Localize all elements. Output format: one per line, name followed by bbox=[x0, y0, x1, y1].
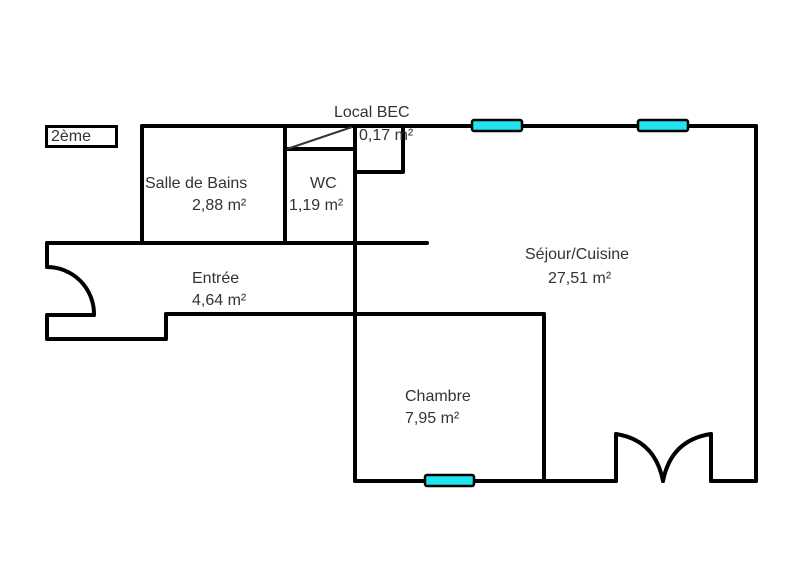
room-name-wc: WC bbox=[310, 175, 337, 192]
window-icon bbox=[636, 118, 690, 133]
entree-lower-wall bbox=[45, 312, 168, 341]
wc-diagonal-line bbox=[286, 126, 353, 150]
room-area-chambre: 7,95 m² bbox=[405, 410, 460, 427]
windows bbox=[423, 118, 690, 488]
room-name-local-bec: Local BEC bbox=[334, 104, 410, 121]
room-name-sejour-cuisine: Séjour/Cuisine bbox=[525, 246, 630, 263]
window-icon bbox=[470, 118, 524, 133]
room-area-salle-de-bains: 2,88 m² bbox=[192, 197, 247, 214]
room-area-local-bec: 0,17 m² bbox=[359, 127, 414, 144]
room-area-sejour-cuisine: 27,51 m² bbox=[548, 270, 612, 287]
floor-level-tag: 2ème bbox=[45, 125, 118, 148]
room-name-salle-de-bains: Salle de Bains bbox=[145, 175, 248, 192]
sejour-double-door-icon bbox=[614, 432, 713, 483]
local-bec-wall bbox=[353, 124, 405, 174]
room-name-chambre: Chambre bbox=[405, 388, 471, 405]
window-icon bbox=[423, 473, 476, 488]
room-area-entree: 4,64 m² bbox=[192, 292, 247, 309]
room-name-entree: Entrée bbox=[192, 270, 240, 287]
room-area-wc: 1,19 m² bbox=[289, 197, 344, 214]
entree-door-icon bbox=[45, 265, 96, 317]
